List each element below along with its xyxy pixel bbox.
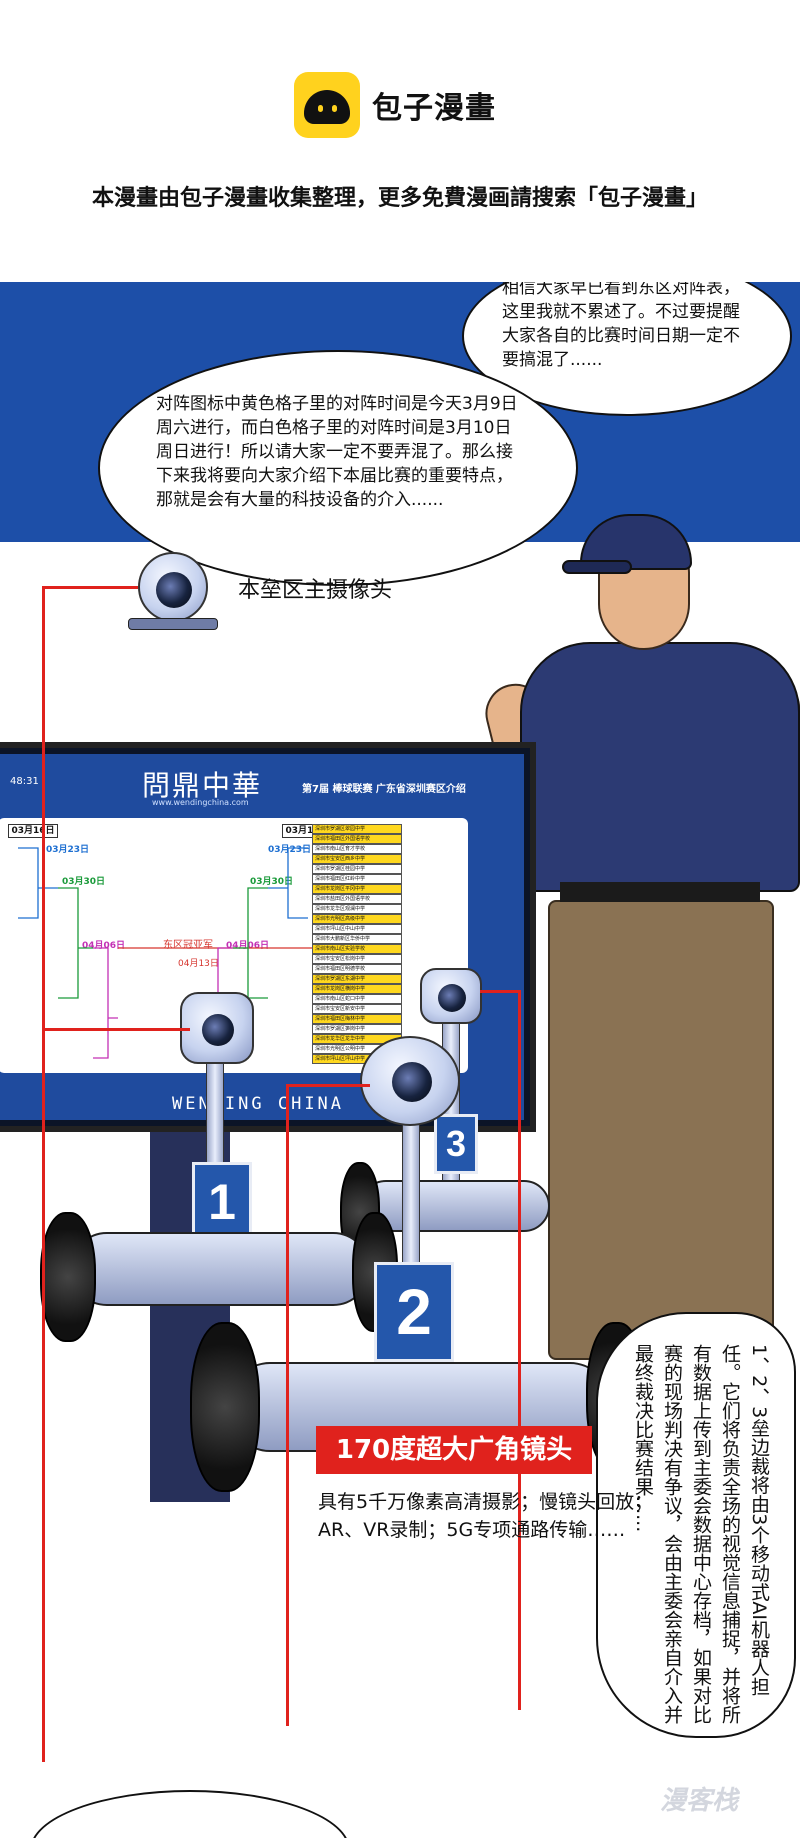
final-date: 04月13日	[178, 959, 219, 969]
lens-callout-banner: 170度超大广角镜头	[316, 1426, 592, 1474]
date-box-left: 03月16日	[8, 824, 58, 838]
speech-bubble-vertical	[596, 1312, 796, 1738]
team-slot: 深圳市盐田区外国语学校	[312, 894, 402, 904]
team-slot: 深圳市龙华区观澜中学	[312, 904, 402, 914]
cap-brim	[562, 560, 632, 574]
screen-website: www.wendingchina.com	[152, 798, 249, 807]
robot-1-scooter	[70, 1232, 370, 1306]
team-slot: 深圳市龙岗区横岗中学	[312, 984, 402, 994]
callout-line-robot3-vertical	[518, 990, 521, 1710]
team-slot: 深圳市南山区育才学校	[312, 844, 402, 854]
screen-clock: 48:31	[10, 776, 39, 787]
team-slot: 深圳市大鹏新区华侨中学	[312, 934, 402, 944]
callout-line-camera-top	[42, 586, 138, 589]
brand-header: 包子漫畫	[294, 72, 496, 138]
main-camera-icon	[138, 552, 208, 622]
site-tagline: 本漫畫由包子漫畫收集整理，更多免費漫画請搜索「包子漫畫」	[91, 186, 708, 211]
callout-line-robot3-top	[480, 990, 520, 993]
robot-3-tag: 3	[434, 1114, 478, 1174]
callout-line-left-vertical	[42, 586, 45, 1762]
camera-specs: 具有5千万像素高清摄影；慢镜头回放； AR、VR录制；5G专项通路传输……	[318, 1488, 653, 1544]
spec-line-2: AR、VR录制；5G专项通路传输……	[318, 1519, 626, 1541]
team-slot: 深圳市坪山区中山中学	[312, 924, 402, 934]
man-belt	[560, 882, 760, 902]
team-slot: 深圳市光明区高级中学	[312, 914, 402, 924]
robot-1-tag: 1	[192, 1162, 252, 1242]
team-slot: 深圳市罗湖区桂园中学	[312, 864, 402, 874]
team-slot: 深圳市福田区外国语学校	[312, 834, 402, 844]
team-slot: 深圳市南山区蛇口中学	[312, 994, 402, 1004]
speech-text-top-right: 相信大家早已看到东区对阵表，这里我就不累述了。不过要提醒大家各自的比赛时间日期一…	[502, 282, 740, 370]
semi-left-date: 04月06日	[82, 941, 126, 951]
screen-logo: 問鼎中華	[142, 769, 263, 802]
robot-2-tag: 2	[374, 1262, 454, 1362]
callout-line-robot2-top	[286, 1084, 370, 1087]
callout-line-robot1	[42, 1028, 190, 1031]
speech-bubble-middle-left	[98, 350, 578, 586]
man-shirt	[520, 642, 800, 892]
baozi-logo-icon	[294, 72, 360, 138]
team-slot: 深圳市福田区梅林中学	[312, 1014, 402, 1024]
robot-2-wheel-left	[190, 1322, 260, 1492]
team-slot: 深圳市宝安区松岗中学	[312, 954, 402, 964]
team-slot: 深圳市罗湖区翠园中学	[312, 824, 402, 834]
site-watermark: 漫客栈	[660, 1786, 739, 1816]
callout-line-robot2-vertical	[286, 1084, 289, 1726]
team-slot: 深圳市福田区红岭中学	[312, 874, 402, 884]
spec-line-1: 具有5千万像素高清摄影；慢镜头回放；	[318, 1491, 654, 1513]
comic-panel: 相信大家早已看到东区对阵表，这里我就不累述了。不过要提醒大家各自的比赛时间日期一…	[0, 282, 800, 1762]
robot-1-camera-icon	[180, 992, 254, 1064]
champion-label: 东区冠亚军	[163, 940, 213, 951]
robot-3-camera-icon	[420, 968, 482, 1024]
team-slot: 深圳市罗湖区笋岗中学	[312, 1024, 402, 1034]
screen-heading: 第7届 棒球联赛 广东省深圳赛区介绍	[302, 784, 466, 795]
team-slot: 深圳市南山区实验学校	[312, 944, 402, 954]
man-pants	[548, 900, 774, 1360]
camera-label: 本垒区主摄像头	[238, 578, 393, 603]
speech-text-vertical: 1、2、3垒边裁将由3个移动式AI机器人担任。它们将负责全场的视觉信息捕捉，并将…	[632, 1344, 770, 1724]
next-speech-bubble	[30, 1790, 350, 1838]
team-slot: 深圳市罗湖区东湖中学	[312, 974, 402, 984]
team-slot: 深圳市福田区明德学校	[312, 964, 402, 974]
camera-mount	[128, 618, 218, 630]
robot-2-camera-icon	[360, 1036, 460, 1126]
brand-name: 包子漫畫	[372, 91, 496, 126]
team-slot: 深圳市宝安区新安中学	[312, 1004, 402, 1014]
round3-right-date: 03月30日	[250, 877, 294, 887]
team-slot: 深圳市宝安区西乡中学	[312, 854, 402, 864]
round2-right-date: 03月23日	[268, 845, 312, 855]
round2-left-date: 03月23日	[46, 845, 90, 855]
round3-left-date: 03月30日	[62, 877, 106, 887]
monitor-screen: 48:31 問鼎中華 www.wendingchina.com 第7届 棒球联赛…	[0, 754, 524, 1120]
team-slot: 深圳市龙岗区平冈中学	[312, 884, 402, 894]
robot-1-wheel-left	[40, 1212, 96, 1342]
bracket-monitor: 48:31 問鼎中華 www.wendingchina.com 第7届 棒球联赛…	[0, 742, 536, 1132]
speech-text-middle-left: 对阵图标中黄色格子里的对阵时间是今天3月9日周六进行，而白色格子里的对阵时间是3…	[156, 394, 518, 510]
